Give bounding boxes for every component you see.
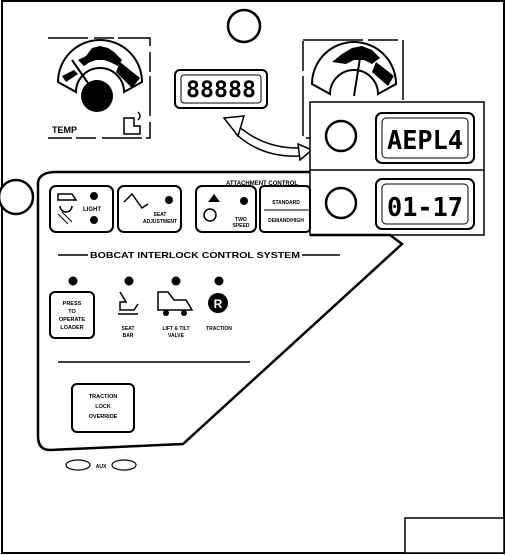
traction-lock-override-button[interactable]: TRACTION LOCK OVERRIDE [71,383,135,433]
callout-lower-right [324,186,358,220]
svg-text:TRACTION: TRACTION [206,326,232,332]
svg-text:OPERATE: OPERATE [59,317,86,323]
fuel-gauge [302,39,404,139]
svg-text:STANDARD: STANDARD [272,200,300,206]
svg-text:OVERRIDE: OVERRIDE [89,414,118,420]
svg-text:R: R [214,297,223,311]
callout-left [0,178,35,216]
callout-top [226,8,262,44]
svg-text:ADJUSTMENT: ADJUSTMENT [143,219,177,225]
main-readout-value: 88888 [186,78,256,103]
svg-text:LOCK: LOCK [95,404,111,410]
svg-text:LIFT & TILT: LIFT & TILT [162,326,189,332]
corner-label-box [404,517,505,554]
number-readout-value: 01-17 [387,193,463,223]
traction-indicator: R TRACTION [206,293,232,332]
callout-upper-right [324,119,358,153]
two-speed-button[interactable]: TWO SPEED [195,185,257,233]
svg-text:DEMAND/HIGH: DEMAND/HIGH [268,218,304,224]
svg-text:LOADER: LOADER [60,325,83,331]
svg-text:SPEED: SPEED [233,223,250,229]
seat-icon [123,192,149,210]
lift-tilt-indicator: LIFT & TILT VALVE [157,291,194,339]
flow-mode-button[interactable]: STANDARD DEMAND/HIGH [259,185,311,233]
loader-icon [157,291,194,311]
svg-text:TO: TO [68,309,76,315]
svg-text:TWO: TWO [235,217,247,223]
coolant-icon [123,111,141,135]
aux-symbol: AUX [65,459,137,471]
number-readout-display: 01-17 [375,178,475,230]
svg-text:LIGHT: LIGHT [83,207,101,213]
light-icon [57,193,78,201]
svg-text:PRESS: PRESS [63,301,82,307]
attachment-title: ATTACHMENT CONTROL [226,181,298,187]
press-to-operate-button[interactable]: PRESS TO OPERATE LOADER [49,291,95,339]
svg-text:VALVE: VALVE [168,333,185,339]
main-readout-display: 88888 [174,69,268,109]
seat-bar-indicator: SEAT BAR [118,291,139,339]
traction-icon [208,293,228,313]
svg-text:SEAT: SEAT [154,212,167,218]
svg-text:SEAT: SEAT [122,326,135,332]
code-readout-display: AEPL4 [375,112,475,164]
display-callout-box: AEPL4 01-17 [309,101,485,236]
interlock-title: BOBCAT INTERLOCK CONTROL SYSTEM [90,250,300,260]
code-readout-value: AEPL4 [387,126,463,156]
temp-gauge: TEMP [48,37,151,139]
control-panel-outline [36,170,404,452]
curved-arrow-icon [222,115,314,162]
light-button[interactable]: LIGHT [49,185,114,233]
up-arrow-icon [208,194,220,202]
svg-text:TRACTION: TRACTION [89,394,117,400]
indicator-leds [68,276,224,286]
seat-adjust-button[interactable]: SEAT ADJUSTMENT [117,185,182,233]
interlock-title-bar: BOBCAT INTERLOCK CONTROL SYSTEM [58,250,340,260]
svg-text:AUX: AUX [96,464,107,470]
temp-label: TEMP [52,125,77,135]
operator-seat-icon [119,291,139,311]
svg-text:BAR: BAR [123,333,134,339]
gear-icon [203,208,217,222]
